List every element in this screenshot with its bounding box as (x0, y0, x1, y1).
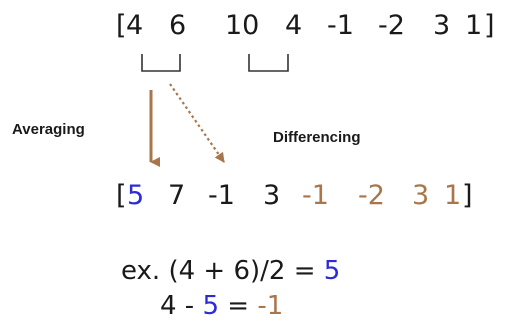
example-diff-result: -1 (257, 291, 284, 321)
differencing-arrow (169, 83, 225, 163)
example-diff-average: 5 (202, 291, 219, 321)
input-value-4: 4 (285, 10, 303, 41)
output-open-bracket: [ (116, 180, 127, 211)
example-average-result: 5 (323, 256, 341, 286)
input-value-7: 3 (433, 10, 451, 41)
input-value-2: 6 (169, 10, 187, 41)
output-close-bracket: ] (462, 180, 473, 211)
example-average-formula: ex. (4 + 6)/2 = (121, 256, 324, 286)
output-average-1: 5 (127, 180, 145, 211)
example-line-1: ex. (4 + 6)/2 = 5 (121, 258, 340, 284)
example-diff-left: 4 - (160, 291, 203, 321)
differencing-label: Differencing (273, 129, 361, 146)
output-difference-4: 1 (444, 180, 462, 211)
output-average-4: 3 (263, 180, 281, 211)
output-difference-1: -1 (302, 180, 329, 211)
output-difference-3: 3 (412, 180, 430, 211)
input-value-1: 4 (126, 10, 144, 41)
input-value-6: -2 (378, 10, 405, 41)
averaging-label: Averaging (12, 121, 85, 138)
input-value-3: 10 (225, 10, 260, 41)
pair-bracket-1 (141, 54, 181, 72)
pair-bracket-2 (248, 54, 289, 72)
input-close-bracket: ] (484, 10, 495, 41)
input-value-5: -1 (327, 10, 354, 41)
output-average-2: 7 (168, 180, 186, 211)
input-value-8: 1 (465, 10, 483, 41)
output-difference-2: -2 (358, 180, 385, 211)
example-line-2: 4 - 5 = -1 (160, 293, 283, 319)
example-diff-equals: = (219, 291, 258, 321)
input-open-bracket: [ (116, 10, 127, 41)
output-average-3: -1 (208, 180, 235, 211)
